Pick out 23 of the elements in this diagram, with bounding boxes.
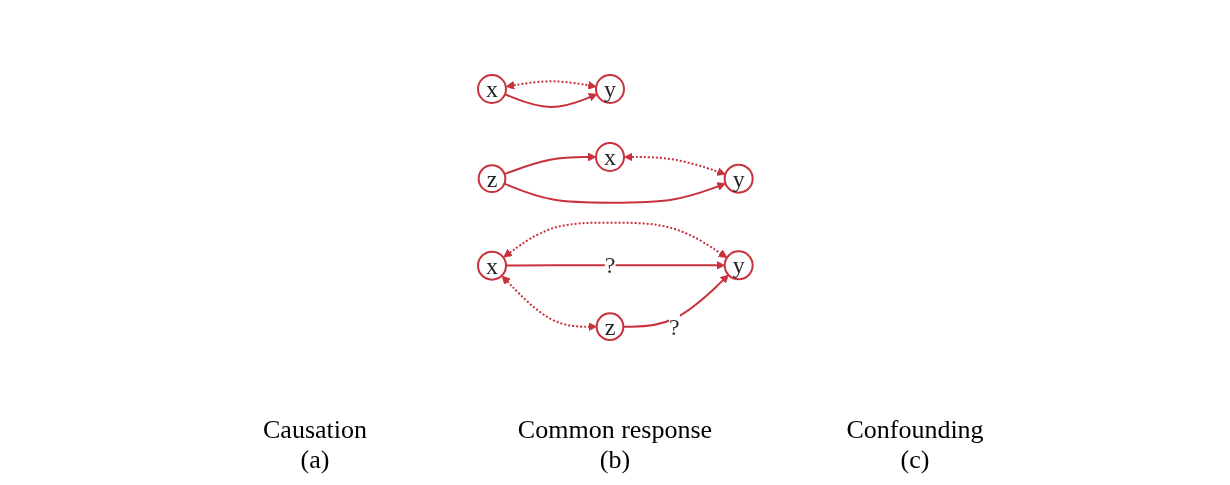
node-circle: z [595,312,624,341]
arrow [502,221,728,258]
arrow [505,80,597,90]
edge-label: ? [604,252,615,278]
node-circle: y [723,163,754,194]
arrow [623,152,726,176]
arrow [503,92,598,108]
caption-text: (b) [599,445,631,475]
arrow [501,275,597,331]
arrow [503,152,597,175]
caption-text: (c) [900,445,930,475]
caption-text: Causation [263,415,367,445]
node-circle: x [594,141,625,172]
node-circle: z [477,164,506,193]
caption-text: Confounding [846,415,984,445]
edge-label: ? [668,313,680,340]
node-circle: x [476,73,507,104]
node-circle: y [594,73,625,104]
caption-text: (a) [300,445,330,475]
arrow [503,181,726,204]
caption-text: Common response [517,415,713,445]
node-circle: x [476,250,507,281]
node-circle: y [723,250,754,280]
